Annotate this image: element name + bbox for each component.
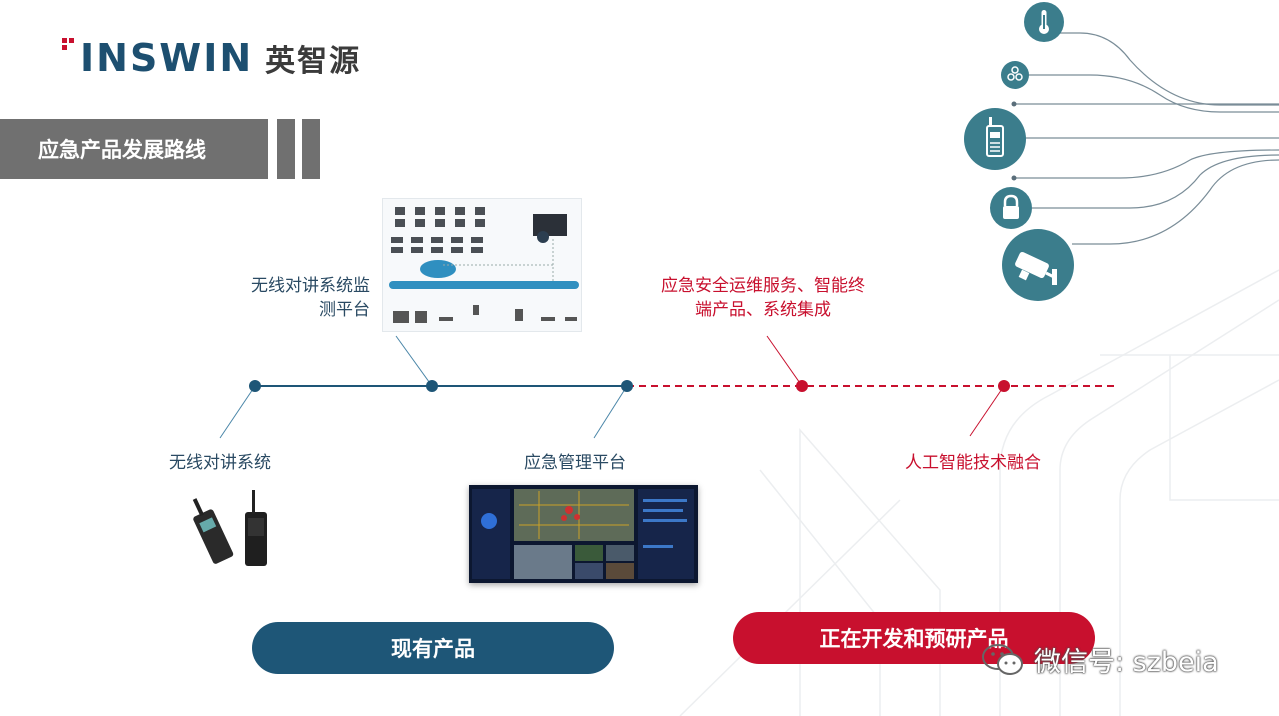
walkie-talkie-icon [964, 108, 1026, 170]
logo-wordmark: INSWIN [80, 36, 254, 80]
label-monitoring-platform: 无线对讲系统监 测平台 [230, 274, 370, 322]
current-products-button[interactable]: 现有产品 [252, 622, 614, 674]
timeline-node [796, 380, 808, 392]
button-label: 正在开发和预研产品 [819, 627, 1009, 651]
label-wireless-intercom: 无线对讲系统 [169, 453, 271, 473]
banner-accent-bar-2 [302, 119, 320, 179]
label-emergency-platform: 应急管理平台 [524, 453, 626, 473]
lock-icon [990, 187, 1032, 229]
timeline-node [998, 380, 1010, 392]
label-line: 应急安全运维服务、智能终 [661, 276, 865, 296]
logo-mark [62, 38, 80, 78]
logo-chinese-name: 英智源 [265, 44, 362, 79]
label-ops-services: 应急安全运维服务、智能终 端产品、系统集成 [650, 274, 876, 322]
label-ai-fusion: 人工智能技术融合 [905, 453, 1041, 473]
button-label: 现有产品 [391, 637, 475, 661]
timeline-node [249, 380, 261, 392]
icon-circuit-lines [1011, 32, 1279, 245]
label-line: 测平台 [319, 300, 370, 320]
wechat-watermark: 微信号: szbeia [980, 640, 1219, 679]
watermark-text: 微信号: szbeia [1034, 647, 1219, 678]
label-line: 端产品、系统集成 [695, 300, 831, 320]
timeline-node [621, 380, 633, 392]
label-line: 无线对讲系统监 [251, 276, 370, 296]
developing-products-button[interactable]: 正在开发和预研产品 [733, 612, 1095, 664]
section-title: 应急产品发展路线 [38, 138, 206, 162]
cctv-camera-icon [1002, 229, 1074, 301]
emergency-platform-screenshot [469, 485, 698, 583]
monitoring-system-diagram [382, 198, 582, 332]
atom-icon [1001, 61, 1029, 89]
thermometer-icon [1024, 2, 1064, 42]
two-way-radios-image [185, 488, 280, 570]
wechat-icon [982, 643, 1023, 675]
section-title-banner: 应急产品发展路线 [0, 119, 268, 179]
company-logo: INSWIN 英智源 [62, 36, 361, 80]
banner-accent-bar-1 [277, 119, 295, 179]
timeline-node [426, 380, 438, 392]
